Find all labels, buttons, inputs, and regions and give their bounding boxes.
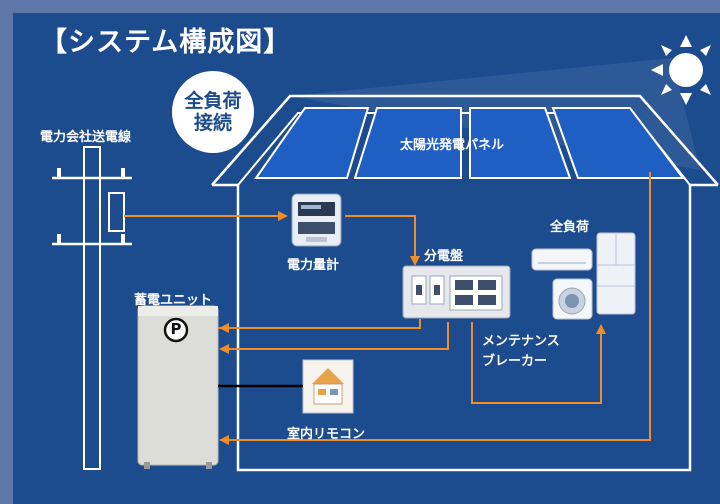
maintenance-breaker-label-1: メンテナンス [482, 334, 560, 349]
solar-panel [551, 107, 686, 179]
solar-panel [469, 107, 572, 179]
badge-line-2: 接続 [193, 112, 232, 134]
refrigerator-icon [596, 232, 636, 315]
sun-icon [651, 35, 711, 105]
flow-solar-to-battery [226, 172, 651, 441]
battery-unit-label: 蓄電ユニット [134, 293, 213, 308]
all-load-label: 全負荷 [550, 220, 590, 235]
house-outline [211, 94, 719, 186]
arrowhead [596, 324, 606, 334]
flow-battery-to-board [218, 319, 421, 329]
battery-mark-label: P [170, 320, 182, 338]
remote-label: 室内リモコン [287, 427, 366, 442]
arrowhead [219, 344, 229, 354]
electric-meter-icon [291, 193, 342, 247]
power-flow-lines [124, 172, 651, 441]
distribution-board-label: 分電盤 [424, 249, 464, 264]
diagram-title: 【システム構成図】 [40, 27, 292, 58]
flow-board-to-battery [226, 322, 449, 350]
solar-panel [353, 107, 462, 179]
solar-panel-label: 太陽光発電パネル [400, 138, 505, 153]
solar-panel [254, 107, 370, 179]
all-load-badge: 全負荷 接続 [172, 71, 254, 153]
distribution-board-icon [402, 265, 511, 319]
washing-machine-icon [552, 278, 593, 320]
arrowhead [219, 323, 229, 333]
solar-panels [254, 107, 686, 179]
remote-controller-icon [302, 359, 354, 414]
arrowhead [219, 435, 229, 445]
power-line-label: 電力会社送電線 [40, 130, 132, 145]
utility-pole-icon [52, 146, 132, 470]
meter-label: 電力量計 [287, 258, 340, 273]
flow-breaker-to-load [471, 322, 602, 404]
maintenance-breaker-label-2: ブレーカー [482, 354, 548, 369]
arrowhead [278, 211, 288, 221]
air-conditioner-icon [531, 248, 593, 271]
arrowhead [410, 256, 420, 266]
flow-meter-to-board [345, 215, 416, 258]
flow-arrowheads [219, 211, 606, 445]
battery-unit-icon [137, 305, 219, 469]
badge-line-1: 全負荷 [184, 90, 242, 112]
